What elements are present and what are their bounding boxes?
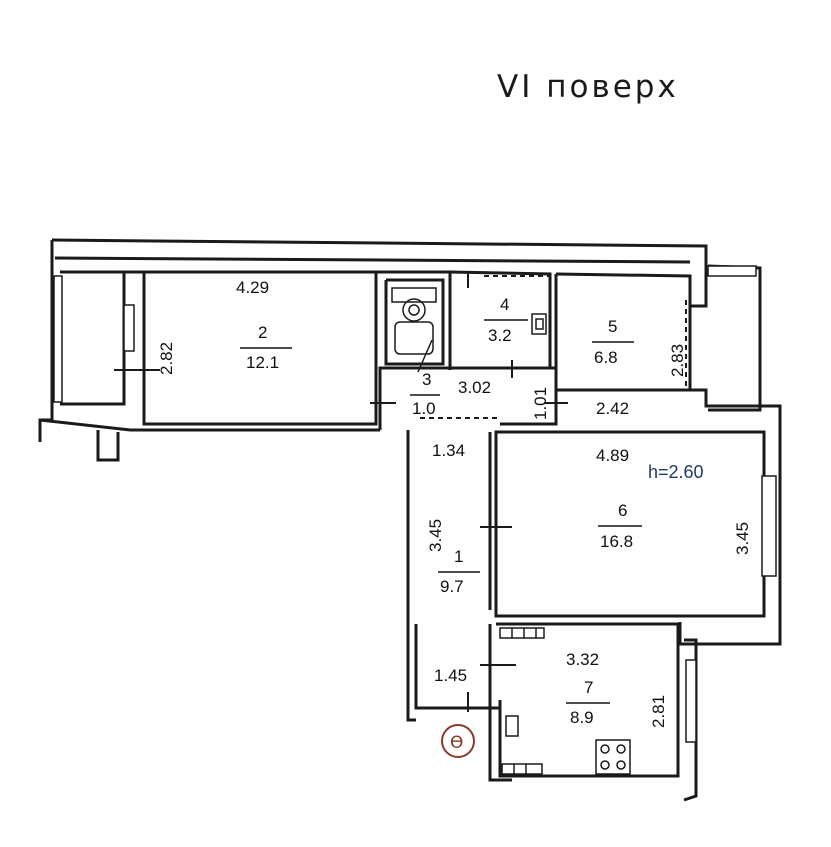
room-4-area: 3.2 [488, 326, 512, 345]
room-4: 4 3.2 [484, 295, 528, 345]
room-1-area: 9.7 [440, 577, 464, 596]
floor-title: VI поверх [497, 69, 679, 105]
room-7-length: 2.81 [649, 695, 668, 728]
room-6-area: 16.8 [600, 532, 633, 551]
ceiling-height: h=2.60 [648, 462, 704, 482]
room-7-width: 3.32 [566, 650, 599, 669]
room-1-number: 1 [454, 547, 463, 566]
room-4-number: 4 [500, 295, 509, 314]
room-6: 4.89 h=2.60 6 16.8 3.45 [596, 446, 752, 555]
room-6-number: 6 [618, 501, 627, 520]
kitchen-fixtures [499, 627, 631, 775]
bathroom-fixtures [391, 287, 437, 373]
room-1: 1.34 3.45 1 9.7 1.45 [426, 441, 480, 685]
room-7-number: 7 [584, 678, 593, 697]
room-3-width: 3.02 [458, 378, 491, 397]
room-2-number: 2 [258, 323, 267, 342]
room-5: 5 6.8 2.42 2.83 [592, 317, 687, 418]
room-1-width: 1.34 [432, 441, 465, 460]
room-3-length: 1.01 [531, 387, 550, 420]
room-3-number: 3 [422, 370, 431, 389]
room-6-width: 4.89 [596, 446, 629, 465]
room-7-area: 8.9 [570, 708, 594, 727]
room-6-length: 3.45 [733, 522, 752, 555]
room-2-length: 2.82 [157, 342, 176, 375]
entrance-marker: Ө [441, 724, 475, 758]
room-1-extra: 1.45 [434, 666, 467, 685]
room-5-length: 2.83 [668, 344, 687, 377]
door-marks [114, 272, 687, 712]
entrance-symbol: Ө [450, 733, 463, 753]
room-3: 3 1.0 3.02 1.01 [410, 370, 550, 420]
room-2: 4.29 2.82 2 12.1 [157, 278, 292, 375]
room-1-length: 3.45 [426, 519, 445, 552]
toilet-fixture [531, 313, 547, 335]
room-2-area: 12.1 [246, 353, 279, 372]
room-7: 3.32 7 8.9 2.81 [566, 650, 668, 728]
outer-walls [38, 238, 782, 802]
room-5-width: 2.42 [596, 399, 629, 418]
room-5-area: 6.8 [594, 348, 618, 367]
room-2-width: 4.29 [236, 278, 269, 297]
room-5-number: 5 [608, 317, 617, 336]
room-3-area: 1.0 [412, 399, 436, 418]
windows [53, 265, 777, 743]
